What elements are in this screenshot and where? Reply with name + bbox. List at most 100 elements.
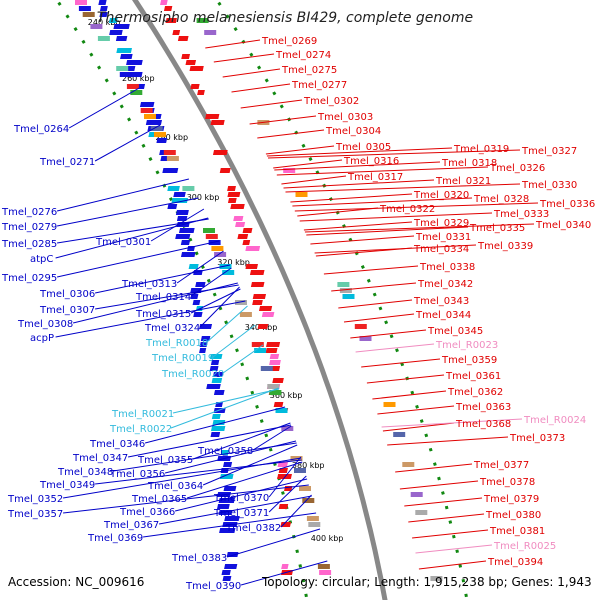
kbp-tick-label: 240 kbp xyxy=(88,18,121,27)
leader-line-left xyxy=(240,560,328,586)
feature-minus-strand xyxy=(162,168,179,173)
leader-line-right xyxy=(306,226,469,236)
feature-minus-strand xyxy=(195,282,206,287)
feature-cog-band xyxy=(295,192,308,197)
feature-minus-strand xyxy=(139,102,155,107)
feature-cog-band xyxy=(393,432,406,437)
feature-plus-strand xyxy=(261,312,275,317)
leader-line-left xyxy=(72,282,238,324)
feature-minus-strand xyxy=(212,420,226,425)
feature-minus-strand xyxy=(145,120,162,125)
gene-label-left: Tmel_R0018 xyxy=(145,338,208,349)
kbp-tick-label: 260 kbp xyxy=(122,74,155,83)
gene-label-right: Tmel_0336 xyxy=(539,199,595,210)
leader-line-right xyxy=(283,179,435,189)
feature-cog-band xyxy=(235,300,247,305)
leader-line-left xyxy=(190,288,241,314)
feature-plus-strand xyxy=(177,36,189,41)
gene-label-right: Tmel_0363 xyxy=(455,402,511,413)
leader-line-right xyxy=(267,149,521,159)
feature-minus-strand xyxy=(221,570,231,575)
feature-minus-strand xyxy=(211,414,221,419)
leader-line-right xyxy=(408,513,485,523)
feature-plus-strand xyxy=(245,246,261,251)
feature-minus-strand xyxy=(212,372,224,377)
leader-line-right xyxy=(299,212,493,222)
kbp-tick-label: 400 kbp xyxy=(311,534,344,543)
feature-plus-strand xyxy=(272,378,284,383)
feature-minus-strand xyxy=(175,234,191,239)
gene-label-right: Tmel_0321 xyxy=(435,176,491,187)
gene-label-left: Tmel_0306 xyxy=(39,289,95,300)
gene-label-left: Tmel_0357 xyxy=(7,509,63,520)
gene-label-right: Tmel_0368 xyxy=(455,419,511,430)
feature-plus-strand xyxy=(266,342,281,347)
leader-line-left xyxy=(56,178,190,212)
gene-label-left: Tmel_0356 xyxy=(109,469,165,480)
feature-plus-strand xyxy=(252,294,267,299)
feature-plus-strand xyxy=(258,306,273,311)
feature-cog-band xyxy=(317,564,330,569)
feature-minus-strand xyxy=(175,210,189,215)
leader-line-left xyxy=(63,457,302,499)
feature-cog-band xyxy=(430,576,443,581)
gene-label-right: Tmel_0377 xyxy=(473,460,529,471)
feature-cog-band xyxy=(415,510,428,515)
gene-label-right: Tmel_0343 xyxy=(413,296,469,307)
gene-label-left: Tmel_0271 xyxy=(39,157,95,168)
feature-tracks xyxy=(75,0,443,581)
leader-line-right xyxy=(323,265,419,275)
leader-line-right xyxy=(415,544,493,554)
feature-plus-strand xyxy=(249,270,265,275)
feature-minus-strand xyxy=(99,6,108,11)
feature-cog-band xyxy=(254,348,267,353)
feature-plus-strand xyxy=(227,198,237,203)
feature-minus-strand xyxy=(98,0,107,5)
leader-line-right xyxy=(361,358,441,368)
leader-line-right xyxy=(372,390,447,400)
leader-line-right xyxy=(297,207,379,217)
leader-line-left xyxy=(172,388,280,414)
leader-line-right xyxy=(205,39,261,49)
gene-label-left: Tmel_0314 xyxy=(135,292,191,303)
gene-label-right: Tmel_0329 xyxy=(413,218,469,229)
leader-line-left xyxy=(55,217,209,259)
gene-label-right: Tmel_0303 xyxy=(317,112,373,123)
feature-plus-strand xyxy=(160,0,168,5)
leader-line-right xyxy=(276,166,489,176)
feature-cog-band xyxy=(251,342,264,347)
feature-minus-strand xyxy=(210,432,221,437)
feature-cog-band xyxy=(119,72,132,77)
leader-line-right xyxy=(213,53,275,63)
gene-label-left: Tmel_0349 xyxy=(39,480,95,491)
feature-minus-strand xyxy=(99,12,108,17)
leader-line-left xyxy=(57,218,209,244)
gene-label-right: Tmel_0326 xyxy=(489,163,545,174)
leader-line-right xyxy=(355,343,435,353)
gene-label-left: Tmel_0295 xyxy=(1,273,57,284)
feature-minus-strand xyxy=(210,360,220,365)
feature-cog-band xyxy=(339,288,352,293)
leader-line-right xyxy=(240,99,303,109)
leader-line-right xyxy=(274,161,441,171)
gene-label-right: Tmel_0340 xyxy=(535,220,591,231)
gene-label-right: Tmel_0362 xyxy=(447,387,503,398)
gene-label-right: Tmel_0380 xyxy=(485,510,541,521)
leader-line-left xyxy=(150,208,205,242)
leader-line-left xyxy=(222,344,264,374)
gene-label-right: Tmel_0269 xyxy=(261,36,317,47)
gene-label-right: Tmel_0333 xyxy=(493,209,549,220)
leader-line-left xyxy=(94,124,161,162)
feature-minus-strand xyxy=(167,204,178,209)
feature-minus-strand xyxy=(217,504,230,509)
gene-label-left: Tmel_0301 xyxy=(95,237,151,248)
gene-label-left: Tmel_0367 xyxy=(103,520,159,531)
label-leaders xyxy=(55,39,539,586)
feature-minus-strand xyxy=(156,138,168,143)
leader-line-left xyxy=(268,456,302,498)
feature-plus-strand xyxy=(252,300,263,305)
gene-label-right: Tmel_0302 xyxy=(303,96,359,107)
feature-cog-band xyxy=(267,384,280,389)
feature-cog-band xyxy=(150,126,163,131)
feature-minus-strand xyxy=(180,252,196,257)
